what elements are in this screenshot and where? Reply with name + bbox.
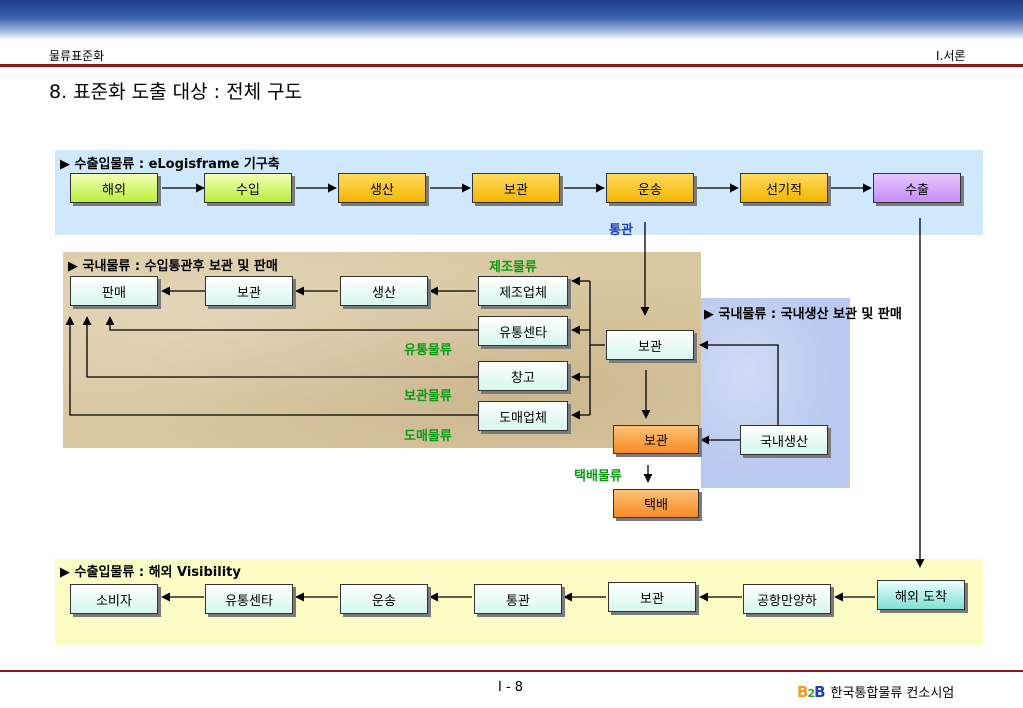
panel4-title: ▶ 수출입물류 : 해외 Visibility [60, 565, 241, 580]
box-domestic-production: 생산 [340, 276, 428, 306]
box-courier: 택배 [613, 489, 699, 518]
label-storage-logistics: 보관물류 [404, 389, 452, 404]
box-local-storage: 보관 [613, 425, 699, 454]
box-overseas-customs: 통관 [474, 584, 562, 614]
label-courier-logistics: 택배물류 [574, 469, 622, 484]
footer-rule [0, 670, 1023, 672]
header-section-name: 물류표준화 [49, 49, 105, 63]
footer-org: B2B 한국통합물류 컨소시엄 [797, 682, 955, 702]
label-wholesale-logistics: 도매물류 [404, 429, 452, 444]
box-export: 수출 [873, 173, 961, 203]
box-domestic-storage: 보관 [205, 276, 293, 306]
header-rule [0, 64, 1023, 67]
box-local-production: 국내생산 [740, 425, 828, 455]
panel-domestic-production [701, 298, 850, 488]
box-overseas-distribution-center: 유통센타 [205, 584, 293, 614]
box-loading: 선기적 [740, 173, 828, 203]
label-distribution-logistics: 유통물류 [404, 343, 452, 358]
panel1-title: ▶ 수출입물류 : eLogisframe 기구축 [60, 157, 280, 172]
box-overseas-storage: 보관 [608, 582, 696, 612]
box-wholesaler: 도매업체 [478, 401, 568, 431]
box-consumer: 소비자 [70, 584, 158, 614]
box-import: 수입 [204, 173, 292, 203]
box-manufacturer: 제조업체 [478, 276, 568, 306]
page-number: Ⅰ - 8 [498, 680, 524, 695]
box-storage: 보관 [472, 173, 560, 203]
box-overseas: 해외 [70, 173, 158, 203]
label-customs: 통관 [609, 223, 633, 238]
b2b-logo-icon: B2B [797, 682, 826, 701]
panel2-title: ▶ 국내물류 : 수입통관후 보관 및 판매 [68, 259, 278, 274]
box-production: 생산 [338, 173, 426, 203]
top-banner [0, 0, 1023, 40]
organization-name: 한국통합물류 컨소시엄 [830, 686, 955, 701]
header-chapter: Ⅰ.서론 [936, 49, 966, 63]
box-warehouse: 창고 [478, 361, 568, 391]
box-sales: 판매 [70, 276, 158, 306]
box-central-storage: 보관 [606, 330, 694, 360]
box-distribution-center: 유통센타 [478, 316, 568, 346]
box-overseas-transport: 운송 [340, 584, 428, 614]
page-title: 8. 표준화 도출 대상 : 전체 구도 [49, 81, 303, 103]
label-manufacturing-logistics: 제조물류 [489, 260, 537, 275]
box-overseas-arrival: 해외 도착 [877, 580, 965, 610]
box-port-unloading: 공항만양하 [743, 584, 831, 614]
box-transport: 운송 [606, 173, 694, 203]
panel3-title: ▶ 국내물류 : 국내생산 보관 및 판매 [704, 307, 902, 322]
